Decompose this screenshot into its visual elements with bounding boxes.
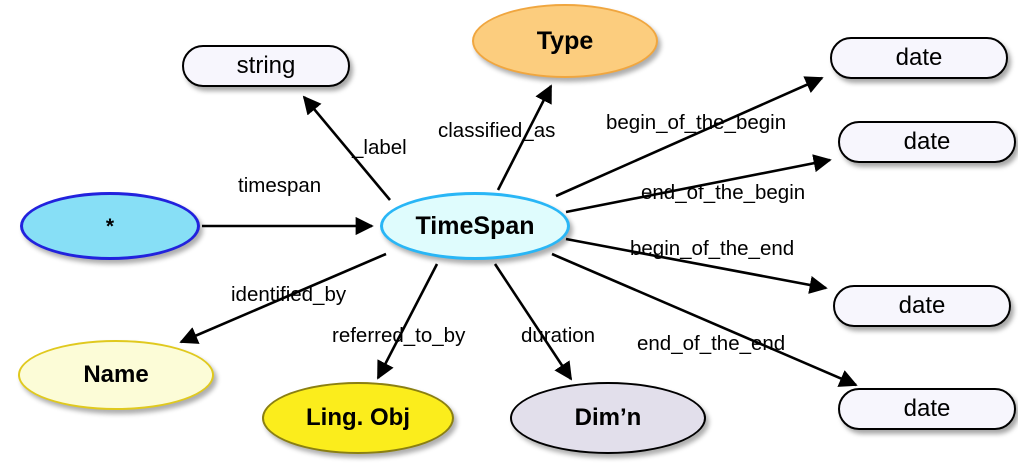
edge-begin_of_the_begin xyxy=(555,76,824,198)
node-dimn[interactable]: Dim’n xyxy=(510,382,706,454)
edge-duration xyxy=(493,263,573,381)
node-timespan[interactable]: TimeSpan xyxy=(380,192,570,260)
node-date-2[interactable]: date xyxy=(838,121,1016,163)
edge-referred_to_by xyxy=(376,263,439,380)
node-type[interactable]: Type xyxy=(472,4,658,78)
edge-identified_by xyxy=(179,252,387,344)
node-label-date-2: date xyxy=(903,128,951,155)
node-label-string: string xyxy=(236,52,296,79)
edge-end_of_the_end xyxy=(551,252,858,387)
node-label-type: Type xyxy=(536,26,594,55)
edge-label-end_of_the_end: end_of_the_end xyxy=(637,332,786,355)
edge-_label xyxy=(302,95,391,201)
node-date-1[interactable]: date xyxy=(830,37,1008,79)
edge-end_of_the_begin xyxy=(565,154,832,214)
node-label-dimn: Dim’n xyxy=(574,404,642,431)
node-string[interactable]: string xyxy=(182,45,350,87)
node-label-date-1: date xyxy=(895,44,943,71)
edge-label-duration: duration xyxy=(521,324,596,347)
edge-label-referred_to_by: referred_to_by xyxy=(332,324,466,347)
edge-classified_as xyxy=(496,84,553,191)
edge-label-identified_by: identified_by xyxy=(231,283,347,306)
edge-label-begin_of_the_begin: begin_of_the_begin xyxy=(606,111,787,134)
edge-label-end_of_the_begin: end_of_the_begin xyxy=(641,181,806,204)
edge-begin_of_the_end xyxy=(565,237,828,294)
node-name[interactable]: Name xyxy=(18,340,214,410)
node-label-timespan: TimeSpan xyxy=(415,211,535,240)
edge-label-timespan: timespan xyxy=(238,174,322,197)
node-label-date-3: date xyxy=(898,292,946,319)
node-date-4[interactable]: date xyxy=(838,388,1016,430)
node-date-3[interactable]: date xyxy=(833,285,1011,327)
edge-label-begin_of_the_end: begin_of_the_end xyxy=(630,237,795,260)
node-ling-obj[interactable]: Ling. Obj xyxy=(262,382,454,454)
node-label-name: Name xyxy=(83,361,149,388)
edge-label-classified_as: classified_as xyxy=(438,119,556,142)
edge-label-_label: _label xyxy=(352,136,407,159)
node-label-date-4: date xyxy=(903,395,951,422)
edge-lines xyxy=(179,76,858,387)
node-wildcard[interactable]: * xyxy=(20,192,200,260)
node-label-ling-obj: Ling. Obj xyxy=(306,404,410,431)
node-label-wildcard: * xyxy=(105,214,115,238)
